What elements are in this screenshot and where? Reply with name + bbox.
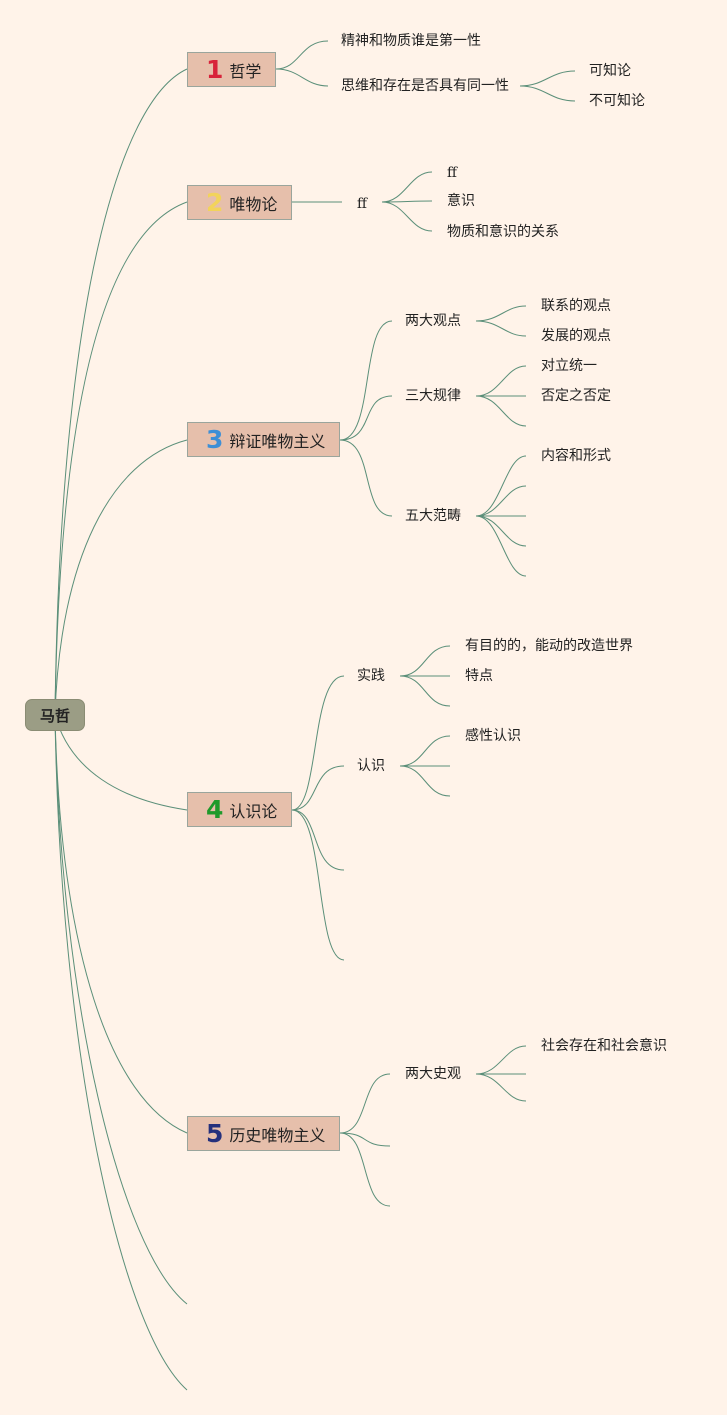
subtopic-node[interactable]: ff bbox=[357, 196, 367, 212]
number-icon-4: 4 bbox=[206, 795, 224, 824]
number-icon-3: 3 bbox=[206, 425, 224, 454]
leaf-node[interactable]: 社会存在和社会意识 bbox=[541, 1038, 667, 1054]
branch-label: 历史唯物主义 bbox=[229, 1125, 326, 1145]
branch-node-philosophy[interactable]: 1 哲学 bbox=[187, 52, 276, 87]
branch-node-materialism[interactable]: 2 唯物论 bbox=[187, 185, 292, 220]
leaf-node[interactable]: 有目的的，能动的改造世界 bbox=[465, 638, 633, 654]
leaf-node[interactable]: 联系的观点 bbox=[541, 298, 611, 314]
leaf-node[interactable]: 可知论 bbox=[589, 63, 631, 79]
number-icon-5: 5 bbox=[206, 1119, 224, 1148]
leaf-node[interactable]: 对立统一 bbox=[541, 358, 597, 374]
branch-node-dialectical-materialism[interactable]: 3 辩证唯物主义 bbox=[187, 422, 340, 457]
subtopic-node[interactable]: 两大观点 bbox=[405, 313, 461, 329]
leaf-node[interactable]: 物质和意识的关系 bbox=[447, 224, 559, 240]
root-node[interactable]: 马哲 bbox=[25, 699, 85, 731]
subtopic-node[interactable]: 思维和存在是否具有同一性 bbox=[341, 78, 509, 94]
subtopic-node[interactable]: 两大史观 bbox=[405, 1066, 461, 1082]
subtopic-node[interactable]: 精神和物质谁是第一性 bbox=[341, 33, 481, 49]
leaf-node[interactable]: 感性认识 bbox=[465, 728, 521, 744]
leaf-node[interactable]: 发展的观点 bbox=[541, 328, 611, 344]
branch-label: 认识论 bbox=[229, 801, 278, 821]
leaf-node[interactable]: 特点 bbox=[465, 668, 493, 684]
leaf-node[interactable]: 意识 bbox=[447, 193, 475, 209]
branch-node-historical-materialism[interactable]: 5 历史唯物主义 bbox=[187, 1116, 340, 1151]
branch-label: 辩证唯物主义 bbox=[229, 431, 326, 451]
leaf-node[interactable]: ff bbox=[447, 165, 457, 181]
leaf-node[interactable]: 不可知论 bbox=[589, 93, 645, 109]
branch-label: 唯物论 bbox=[229, 194, 278, 214]
subtopic-node[interactable]: 实践 bbox=[357, 668, 385, 684]
branch-label: 哲学 bbox=[229, 61, 262, 81]
number-icon-1: 1 bbox=[206, 55, 224, 84]
leaf-node[interactable]: 否定之否定 bbox=[541, 388, 611, 404]
leaf-node[interactable]: 内容和形式 bbox=[541, 448, 611, 464]
subtopic-node[interactable]: 认识 bbox=[357, 758, 385, 774]
subtopic-node[interactable]: 五大范畴 bbox=[405, 508, 461, 524]
root-label: 马哲 bbox=[39, 706, 70, 725]
subtopic-node[interactable]: 三大规律 bbox=[405, 388, 461, 404]
branch-node-epistemology[interactable]: 4 认识论 bbox=[187, 792, 292, 827]
number-icon-2: 2 bbox=[206, 188, 224, 217]
